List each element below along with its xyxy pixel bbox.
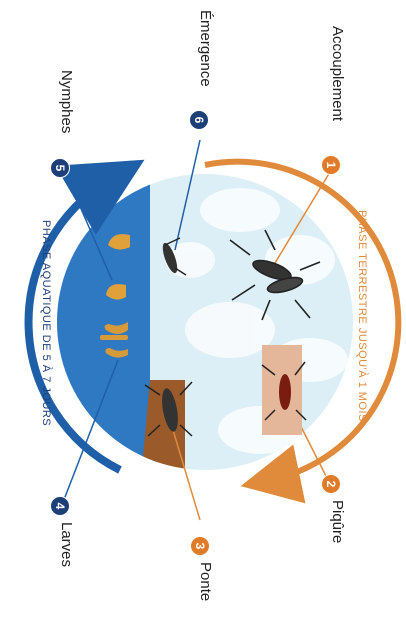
stage-label-piqure: Piqûre [329,500,346,544]
larvae-image [100,322,128,358]
callout-line-4 [59,359,119,511]
terrestrial-phase-label: PHASE TERRESTRE JUSQU'À 1 MOIS [356,210,368,422]
stage-badge-3: 3 [190,536,210,556]
egg-laying-mosquito-image [144,381,193,437]
stage-label-nymphes: Nymphes [58,70,75,134]
water-area [57,174,158,470]
pupae-image [106,234,130,300]
stage-label-ponte: Ponte [197,562,214,602]
stage-label-emergence: Émergence [197,10,214,87]
callout-line-6 [174,139,201,251]
stage-badge-4: 4 [50,496,70,516]
callout-line-3 [169,419,201,521]
stage-label-larves: Larves [58,522,75,568]
stage-badge-1: 1 [321,155,341,175]
mating-mosquitoes-image [229,229,321,321]
emerging-mosquito-image [162,237,187,276]
aquatic-phase-arrow [24,159,145,474]
cycle-circle [57,174,353,470]
callout-line-1 [271,171,331,269]
aquatic-phase-label: PHASE AQUATIQUE DE 5 À 7 JOURS [40,220,52,427]
stage-badge-2: 2 [321,474,341,494]
terrestrial-phase-arrow [204,158,402,504]
stage-badge-6: 6 [189,110,209,130]
callout-line-5 [61,164,113,281]
stage-label-accouplement: Accouplement [329,26,346,122]
stage-badge-5: 5 [50,158,70,178]
biting-mosquito-image [261,345,307,435]
